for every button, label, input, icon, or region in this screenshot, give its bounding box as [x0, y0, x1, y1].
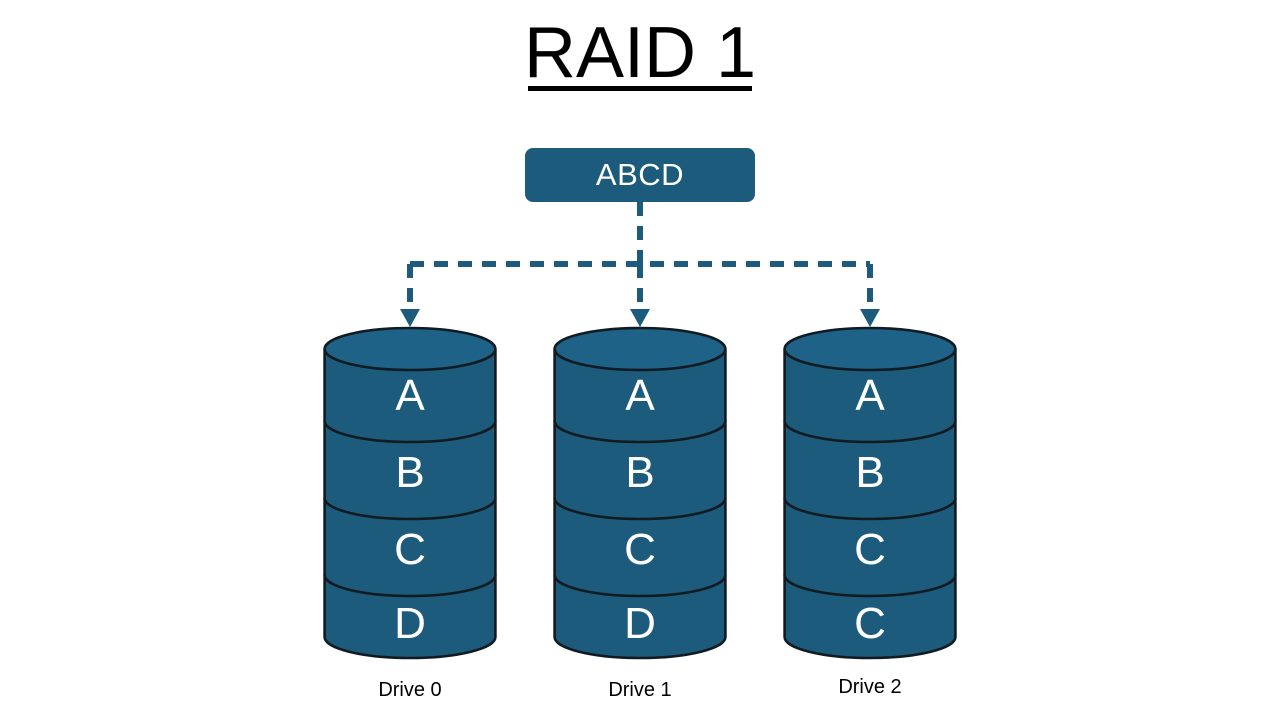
drive-1-shape	[553, 326, 727, 660]
drive-2-caption: Drive 2	[838, 676, 902, 698]
title-underline	[528, 86, 752, 91]
arrowheads	[400, 309, 880, 327]
drive-2[interactable]: A B C C Drive 2	[783, 326, 957, 698]
title-block: RAID 1	[0, 14, 1280, 92]
source-data-label: ABCD	[595, 157, 685, 192]
source-data-box: ABCD	[525, 148, 755, 202]
drive-2-cylinder: A B C C	[783, 326, 957, 660]
arrow-down-icon-drive-1	[630, 309, 650, 327]
drive-1[interactable]: A B C D Drive 1	[553, 326, 727, 701]
drive-0[interactable]: A B C D Drive 0	[323, 326, 497, 701]
drive-2-shape	[783, 326, 957, 660]
arrow-down-icon-drive-0	[400, 309, 420, 327]
drive-0-cylinder: A B C D	[323, 326, 497, 660]
drive-1-cylinder: A B C D	[553, 326, 727, 660]
drive-1-caption: Drive 1	[608, 679, 672, 701]
page-title: RAID 1	[523, 13, 757, 93]
drive-0-shape	[323, 326, 497, 660]
drive-0-caption: Drive 0	[378, 679, 442, 701]
arrow-down-icon-drive-2	[860, 309, 880, 327]
